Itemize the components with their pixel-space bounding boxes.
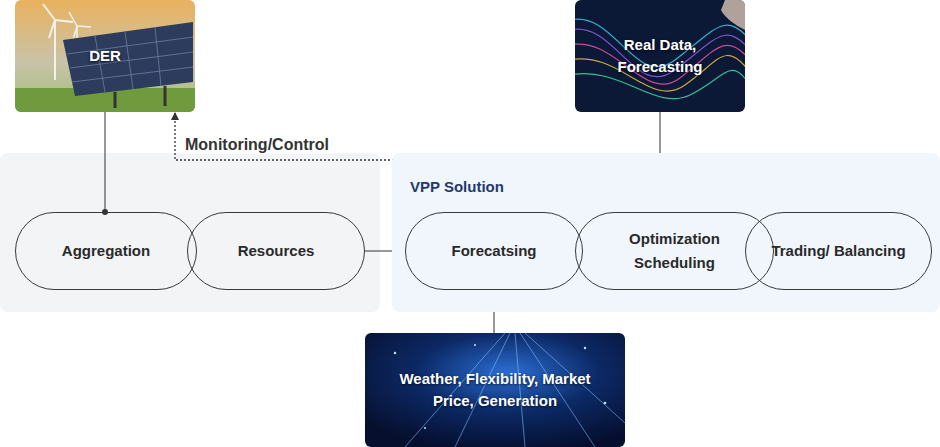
data-image: Real Data, Forecasting — [575, 0, 745, 112]
solution-panel: VPP SolutionForecatsing Optimization Sche… — [392, 153, 940, 312]
process-pill: Forecatsing — [405, 212, 583, 290]
flow-connector — [105, 112, 106, 212]
process-pill: Trading/ Balancing — [745, 212, 932, 290]
node-label: Real Data, Forecasting — [605, 34, 715, 78]
process-pill: Resources — [187, 212, 365, 290]
resource-panel — [0, 153, 380, 312]
edge-label: Monitoring/Control — [183, 136, 331, 154]
node-label: Forecatsing — [437, 239, 550, 263]
node-label: Aggregation — [48, 239, 164, 263]
input-image: Weather, Flexibility, Market Price, Gene… — [365, 333, 625, 447]
data-illustration — [575, 0, 745, 112]
node-label: DER — [89, 45, 121, 67]
node-label: Resources — [224, 239, 329, 263]
node-label: Optimization Scheduling — [576, 227, 773, 275]
weather-illustration — [365, 333, 625, 447]
process-pill: Aggregation — [15, 212, 197, 290]
node-label: Trading/ Balancing — [757, 239, 919, 263]
der-image: DER — [15, 0, 195, 112]
node-label: Weather, Flexibility, Market Price, Gene… — [390, 368, 600, 412]
panel-heading: VPP Solution — [410, 178, 504, 195]
